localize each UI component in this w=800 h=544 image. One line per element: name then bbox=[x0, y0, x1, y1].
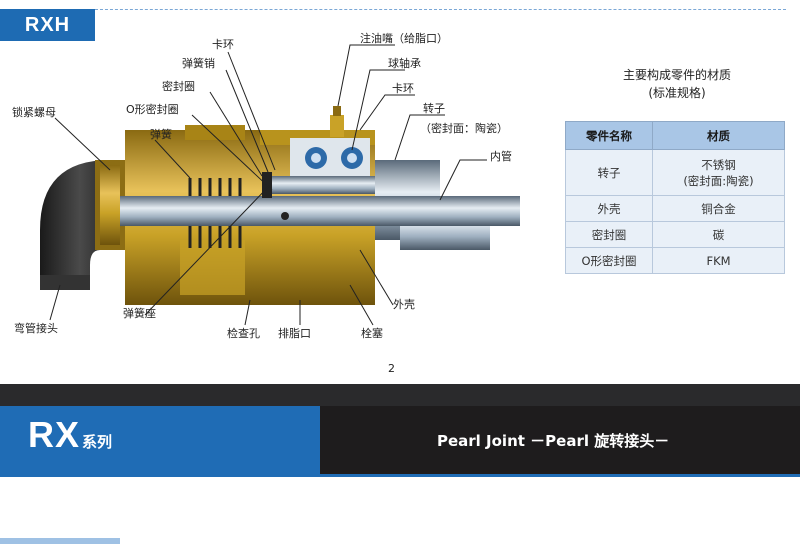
grease-nipple bbox=[330, 106, 344, 137]
table-cell-part: 密封圈 bbox=[565, 221, 653, 248]
footer-corner-tick bbox=[0, 538, 120, 544]
series-suffix: 系列 bbox=[82, 433, 113, 451]
table-cell-material: 碳 bbox=[652, 221, 785, 248]
label-seal-ring: 密封圈 bbox=[162, 79, 195, 93]
series-name: RX bbox=[28, 414, 81, 455]
label-ball-bearing: 球轴承 bbox=[388, 56, 421, 70]
label-spring-seat: 弹簧座 bbox=[123, 306, 156, 320]
table-cell-part: 外壳 bbox=[565, 195, 653, 222]
label-elbow: 弯管接头 bbox=[14, 321, 58, 335]
table-row: 转子 不锈钢 (密封面:陶瓷) bbox=[565, 149, 785, 196]
table-row: 外壳 铜合金 bbox=[565, 195, 785, 222]
label-spring-pin: 弹簧销 bbox=[182, 56, 215, 70]
label-housing: 外壳 bbox=[393, 297, 415, 311]
label-spring: 弹簧 bbox=[150, 127, 172, 141]
label-inner-pipe: 内管 bbox=[490, 149, 512, 163]
footer-blue-panel bbox=[0, 406, 320, 474]
product-subtitle: Pearl Joint －Pearl 旋转接头－ bbox=[437, 432, 670, 450]
label-o-ring: O形密封圈 bbox=[126, 102, 179, 116]
spec-title-block: 主要构成零件的材质 (标准规格) bbox=[572, 66, 782, 102]
footer-dark-bar bbox=[0, 384, 800, 406]
header-divider bbox=[95, 9, 786, 10]
label-rotor-note: （密封面：陶瓷） bbox=[420, 121, 508, 135]
label-rotor: 转子 bbox=[423, 101, 445, 115]
inner-pipe bbox=[120, 196, 520, 226]
label-plug: 栓塞 bbox=[361, 326, 383, 340]
label-inspection-hole: 检查孔 bbox=[227, 326, 260, 340]
materials-table: 零件名称 材质 转子 不锈钢 (密封面:陶瓷) 外壳 铜合金 密封圈 碳 O形密… bbox=[565, 121, 785, 274]
label-lock-nut: 锁紧螺母 bbox=[12, 105, 56, 119]
table-cell-material: 铜合金 bbox=[652, 195, 785, 222]
page-number: 2 bbox=[388, 362, 395, 375]
table-row: O形密封圈 FKM bbox=[565, 247, 785, 274]
spec-title: 主要构成零件的材质 bbox=[622, 68, 731, 82]
label-grease-outlet: 排脂口 bbox=[278, 326, 311, 340]
rotary-joint-cutaway-diagram: 卡环 注油嘴（给脂口） 弹簧销 球轴承 密封圈 卡环 O形密封圈 转子 （密封面… bbox=[12, 31, 520, 340]
spec-subtitle: (标准规格) bbox=[648, 86, 706, 100]
table-cell-part: O形密封圈 bbox=[565, 247, 653, 274]
series-tag: RXH bbox=[0, 9, 95, 41]
label-kahuan-right: 卡环 bbox=[392, 82, 414, 95]
table-header-material: 材质 bbox=[652, 121, 785, 150]
table-header-part: 零件名称 bbox=[565, 121, 653, 150]
table-cell-material: 不锈钢 (密封面:陶瓷) bbox=[652, 149, 785, 196]
table-cell-material: FKM bbox=[652, 247, 785, 274]
label-kahuan-top: 卡环 bbox=[212, 38, 234, 51]
footer-accent-line bbox=[0, 474, 800, 477]
table-cell-part: 转子 bbox=[565, 149, 653, 196]
label-grease-nipple: 注油嘴（给脂口） bbox=[360, 31, 448, 45]
table-row: 密封圈 碳 bbox=[565, 221, 785, 248]
